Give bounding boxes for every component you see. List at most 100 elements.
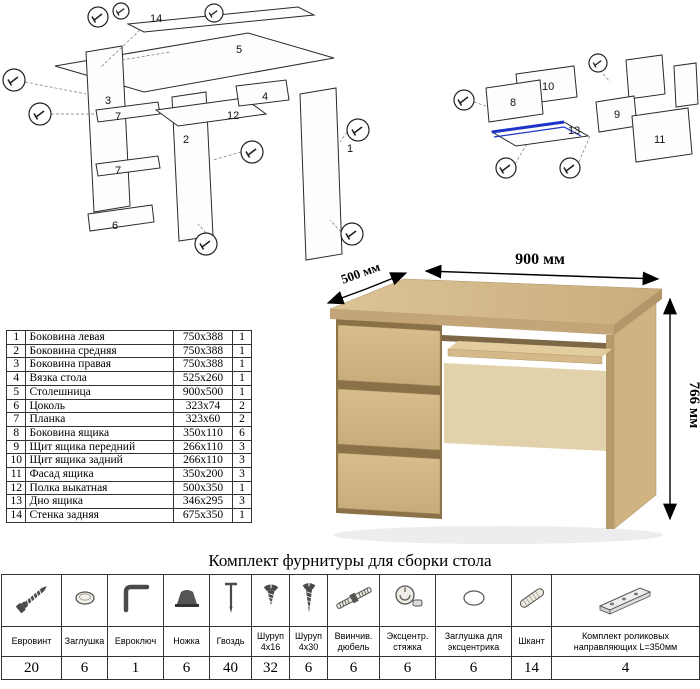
part-size: 266x110 [173, 439, 233, 455]
part-qty: 1 [232, 330, 252, 345]
drawer-parts-group [485, 54, 699, 163]
drawer-front-2[interactable] [337, 388, 441, 451]
part-name: Полка выкатная [25, 480, 174, 496]
tray-slot-shadow [442, 335, 606, 349]
dimension-width-label: 900 мм [515, 251, 565, 268]
dimension-width [424, 264, 660, 286]
hardware-qty: 40 [209, 656, 252, 680]
part-plinth [87, 204, 155, 232]
part-label: 3 [105, 95, 111, 107]
hardware-label: Шуруп 4x30 [289, 626, 328, 657]
hardware-label: Гвоздь [209, 626, 252, 657]
part-num: 2 [5, 343, 27, 359]
guide-lines [24, 29, 348, 234]
part-name: Планка [25, 412, 174, 427]
desk-tabletop-right-edge [614, 289, 662, 335]
hardware-table: Евровинт Заглушка Евроключ Ножка Гвоздь … [1, 574, 700, 680]
dimension-depth-label: 500 мм [339, 259, 382, 287]
part-name: Столешница [25, 384, 174, 400]
screw-short-icon [263, 582, 279, 606]
part-size: 525x260 [173, 371, 233, 386]
exploded-diagram-drawer: 10 8 13 9 11 [453, 53, 699, 179]
leg-icon [175, 590, 199, 607]
desk-right-panel-edge [606, 335, 614, 529]
part-label: 5 [236, 44, 242, 56]
part-label: 13 [568, 125, 580, 137]
part-num: 10 [5, 453, 27, 469]
hardware-qty: 6 [289, 656, 328, 680]
hardware-qty: 1 [107, 656, 164, 680]
part-name: Боковина правая [25, 357, 174, 373]
part-num: 1 [5, 330, 27, 345]
part-name: Дно ящика [25, 494, 174, 510]
part-name: Вязка стола [25, 371, 174, 386]
keyboard-tray-front[interactable] [447, 348, 603, 365]
slide-rail-highlight-2 [493, 126, 582, 138]
part-number-labels: 14 5 3 7 7 12 4 2 6 1 [105, 13, 353, 232]
hardware-qty: 6 [327, 656, 380, 680]
hardware-qty-row: 20 6 1 6 40 32 6 6 6 6 14 4 [1, 656, 700, 680]
hardware-qty: 4 [551, 656, 700, 680]
part-qty: 1 [232, 480, 252, 496]
part-num: 11 [5, 467, 27, 482]
desk-tabletop-front-edge [330, 309, 614, 335]
desk-parts-group [54, 6, 343, 261]
part-number-labels: 10 8 13 9 11 [510, 81, 665, 146]
hardware-label: Ввинчив. дюбель [327, 626, 380, 657]
part-qty: 1 [232, 508, 252, 523]
drawer-front-3[interactable] [337, 452, 441, 515]
part-size: 750x388 [173, 330, 233, 345]
part-size: 350x110 [173, 425, 233, 441]
guide-lines [473, 69, 611, 165]
hardware-qty: 6 [61, 656, 108, 680]
slide-rail-highlight [491, 120, 565, 134]
part-qty: 2 [232, 398, 252, 414]
part-num: 5 [5, 384, 27, 400]
part-size: 350x200 [173, 467, 233, 482]
euroscrew-icon [15, 586, 47, 613]
exploded-diagram-desk: 14 5 3 7 7 12 4 2 6 1 [2, 2, 370, 261]
part-name: Фасад ящика [25, 467, 174, 482]
part-name: Щит ящика передний [25, 439, 174, 455]
drawer-front-1[interactable] [337, 324, 441, 387]
part-name: Боковина левая [25, 330, 174, 345]
part-label: 6 [112, 220, 118, 232]
hardware-label: Эксцентр. стяжка [379, 626, 436, 657]
part-size: 500x350 [173, 480, 233, 496]
cam-lock-icon [394, 585, 422, 607]
part-label: 2 [183, 134, 189, 146]
keyboard-tray-top [448, 341, 612, 357]
desk-right-panel-face [613, 300, 657, 530]
part-label: 8 [510, 97, 516, 109]
part-num: 6 [5, 398, 27, 414]
part-num: 13 [5, 494, 27, 510]
desk-back-panel [444, 363, 606, 451]
part-label: 1 [347, 143, 353, 155]
hardware-label: Евровинт [1, 626, 62, 657]
part-qty: 3 [232, 453, 252, 469]
part-size: 323x74 [173, 398, 233, 414]
cam-cap-icon [462, 590, 485, 606]
floor-shadow [333, 526, 663, 544]
part-label: 4 [262, 91, 268, 103]
screw-long-icon [302, 581, 316, 613]
part-drawer-side [485, 79, 544, 123]
part-name: Цоколь [25, 398, 174, 414]
hardware-qty: 6 [435, 656, 512, 680]
hardware-label-row: Евровинт Заглушка Евроключ Ножка Гвоздь … [1, 626, 700, 657]
part-name: Щит ящика задний [25, 453, 174, 469]
part-num: 7 [5, 412, 27, 427]
part-label: 7 [115, 165, 121, 177]
